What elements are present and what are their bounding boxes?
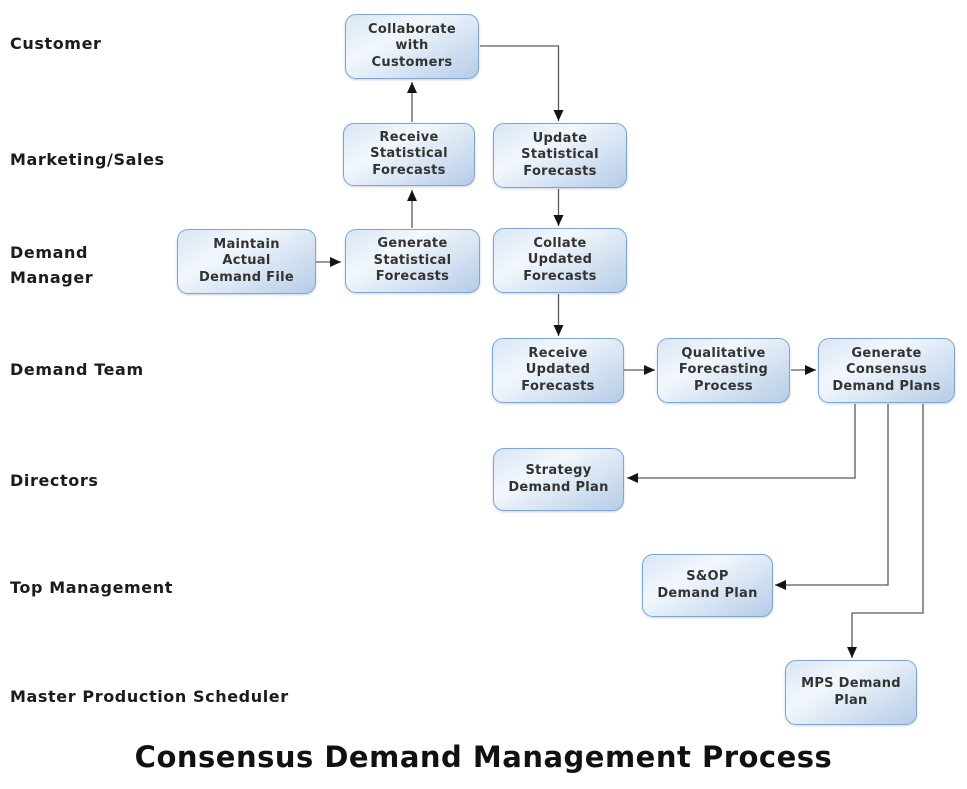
lane-label-top-management: Top Management [10,578,173,597]
lane-label-marketing-sales: Marketing/Sales [10,150,165,169]
node-mps-demand-plan: MPS Demand Plan [785,660,917,725]
node-sop-demand-plan: S&OP Demand Plan [642,554,773,617]
node-qualitative-forecasting-process: Qualitative Forecasting Process [657,338,790,403]
node-collaborate-with-customers: Collaborate with Customers [345,14,479,79]
node-receive-updated-forecasts: Receive Updated Forecasts [492,338,624,403]
lane-label-demand-manager: Demand Manager [10,243,94,287]
node-receive-statistical-forecasts: Receive Statistical Forecasts [343,123,475,186]
lane-label-master-production-scheduler: Master Production Scheduler [10,687,289,706]
arrow-consensus-to-mps [847,404,924,658]
arrow-collaborate-to-update [480,45,564,121]
node-collate-updated-forecasts: Collate Updated Forecasts [493,228,627,293]
node-generate-consensus-demand-plans: Generate Consensus Demand Plans [818,338,955,403]
node-update-statistical-forecasts: Update Statistical Forecasts [493,123,627,188]
arrow-consensus-to-strategy [627,404,856,483]
arrow-consensus-to-sop [775,404,889,590]
lane-label-customer: Customer [10,34,102,53]
node-strategy-demand-plan: Strategy Demand Plan [493,448,624,511]
diagram-title: Consensus Demand Management Process [134,740,833,774]
lane-label-directors: Directors [10,471,99,490]
node-maintain-actual-demand-file: Maintain Actual Demand File [177,229,316,294]
lane-label-demand-team: Demand Team [10,360,144,379]
node-generate-statistical-forecasts: Generate Statistical Forecasts [345,229,480,293]
